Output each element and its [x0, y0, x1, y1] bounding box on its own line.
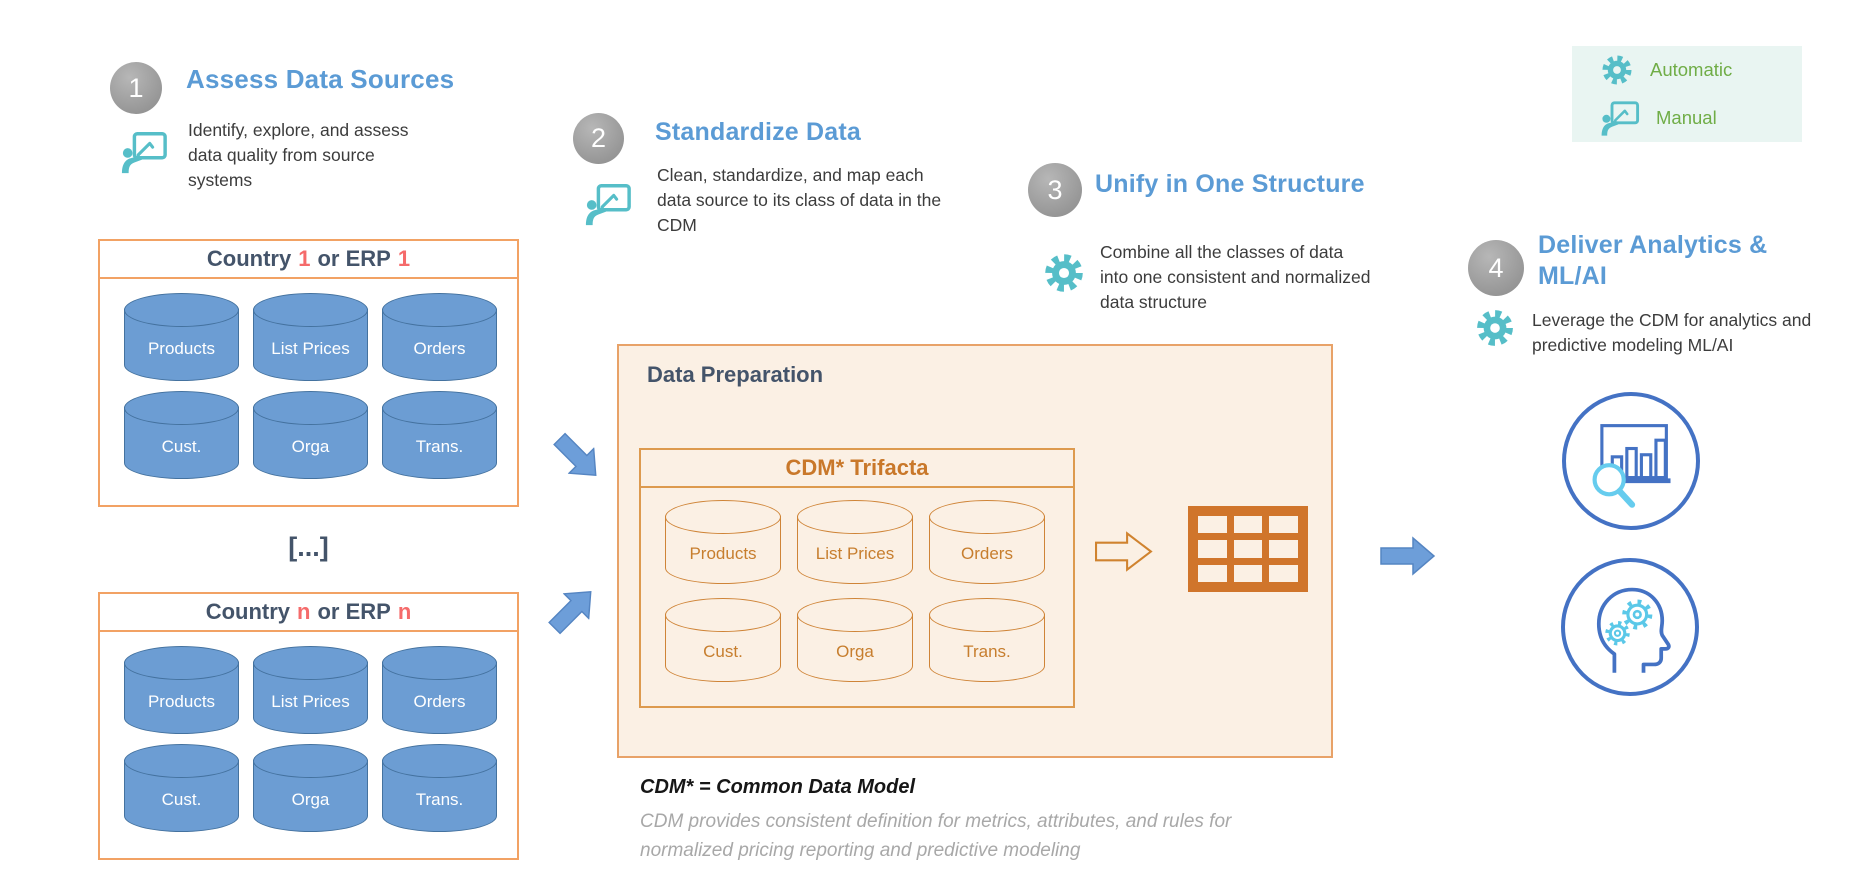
title-text: or ERP [317, 599, 391, 624]
whiteboard-person-icon [1601, 101, 1640, 136]
database-cylinder: Products [665, 500, 781, 584]
step-3-badge: 3 [1028, 163, 1082, 217]
database-cylinder: Orders [382, 293, 497, 381]
database-cylinder: Products [124, 293, 239, 381]
legend-manual-label: Manual [1656, 107, 1717, 128]
legend-automatic-label: Automatic [1650, 59, 1733, 80]
ml-ai-head-circle [1561, 558, 1699, 696]
legend-row-manual: Manual [1572, 94, 1802, 142]
legend: Automatic Manual [1572, 46, 1802, 142]
step-3-title: Unify in One Structure [1095, 170, 1365, 198]
database-cylinder: Cust. [124, 391, 239, 479]
analytics-chart-circle [1562, 392, 1700, 530]
step-4-title: Deliver Analytics & ML/AI [1538, 231, 1768, 291]
title-number: 1 [298, 246, 311, 271]
whiteboard-person-icon [585, 184, 631, 226]
gear-icon [1477, 310, 1513, 346]
database-cylinder: Orders [929, 500, 1045, 584]
arrow-down-right-icon [553, 432, 597, 477]
database-cylinder: Cust. [665, 598, 781, 682]
head-gears-icon [1596, 587, 1671, 673]
step-1-badge: 1 [110, 62, 162, 114]
data-preparation-title: Data Preparation [647, 362, 824, 387]
step-1-description: Identify, explore, and assess data quali… [188, 120, 409, 190]
cdm-definition-heading: CDM* = Common Data Model [640, 776, 916, 798]
legend-row-automatic: Automatic [1572, 46, 1802, 94]
step-1-title: Assess Data Sources [186, 64, 455, 94]
database-cylinder: Products [124, 646, 239, 734]
title-text: or ERP [317, 246, 391, 271]
table-grid-icon [1188, 506, 1308, 592]
title-number: n [397, 599, 412, 624]
gear-icon [1045, 254, 1083, 292]
cdm-definition-body: CDM provides consistent definition for m… [640, 811, 1232, 861]
step-4-description: Leverage the CDM for analytics and predi… [1532, 310, 1812, 355]
database-cylinder: Orders [382, 646, 497, 734]
database-cylinder: Trans. [929, 598, 1045, 682]
title-text: Country [206, 246, 292, 271]
step-2-description: Clean, standardize, and map each data so… [657, 165, 942, 235]
title-number: 1 [397, 246, 411, 271]
arrow-right-icon [1380, 536, 1436, 576]
database-cylinder: Orga [253, 391, 368, 479]
cdm-trifacta-box: CDM* Trifacta Products List Prices Order… [639, 448, 1075, 708]
title-number: n [297, 599, 311, 624]
step-2-badge: 2 [573, 113, 624, 164]
step-2-title: Standardize Data [655, 118, 862, 146]
database-cylinder: List Prices [253, 646, 368, 734]
database-cylinder: Trans. [382, 744, 497, 832]
database-cylinder: Cust. [124, 744, 239, 832]
bar-chart-magnifier-icon [1592, 424, 1671, 508]
database-cylinder: Trans. [382, 391, 497, 479]
database-cylinder: Orga [797, 598, 913, 682]
more-sources-ellipsis: [...] [288, 532, 329, 562]
step-3-description: Combine all the classes of data into one… [1100, 242, 1371, 312]
database-cylinder: Orga [253, 744, 368, 832]
data-preparation-box: Data Preparation CDM* Trifacta Products … [617, 344, 1333, 758]
whiteboard-person-icon [121, 132, 167, 174]
arrow-right-outline-icon [1095, 531, 1153, 572]
cdm-trifacta-title: CDM* Trifacta [641, 450, 1073, 488]
step-4-badge: 4 [1468, 240, 1524, 296]
title-text: Country [205, 599, 291, 624]
database-cylinder: List Prices [253, 293, 368, 381]
database-cylinder: List Prices [797, 500, 913, 584]
gear-icon [1602, 55, 1632, 85]
arrow-up-right-icon [548, 590, 592, 635]
